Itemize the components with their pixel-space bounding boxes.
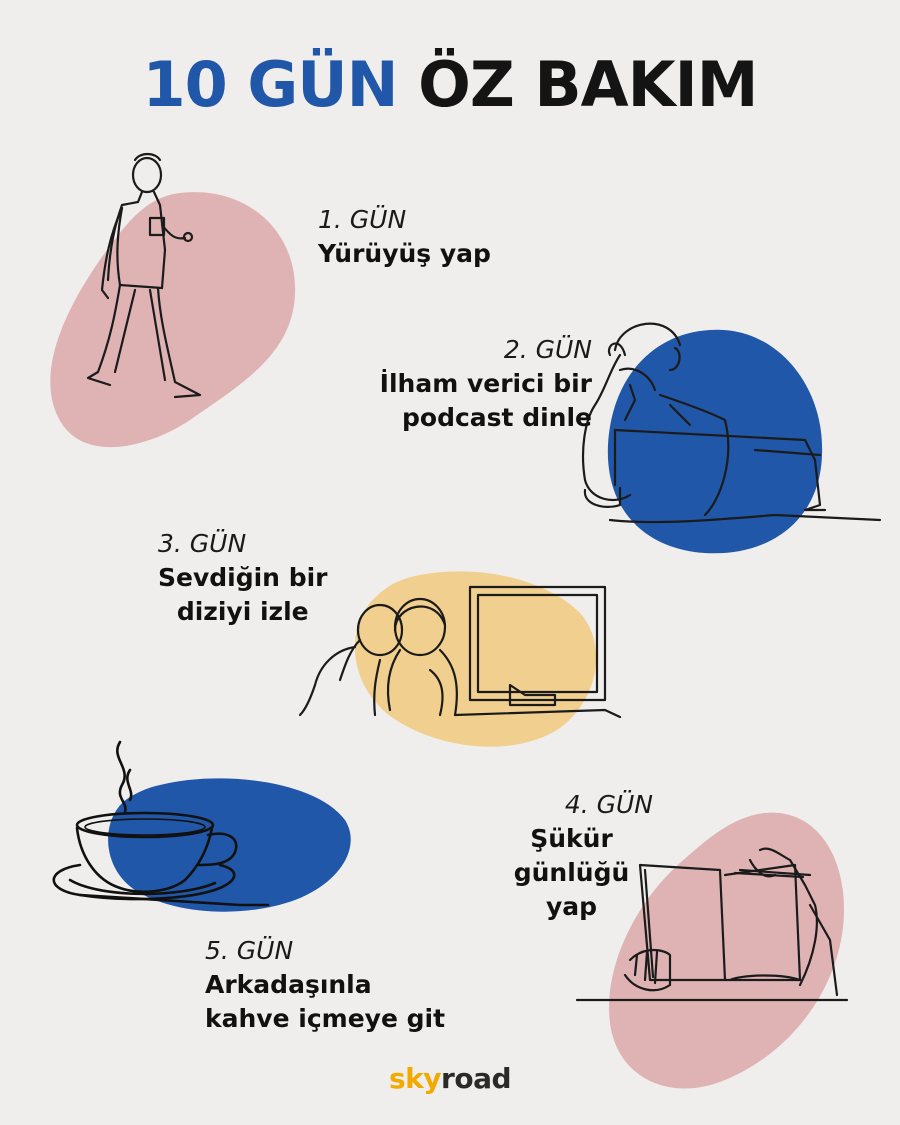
blue-blob-coffee [108,778,351,912]
pink-blob-journal [609,812,845,1089]
skyroad-logo: skyroad [0,1062,900,1095]
step-day-4: 4. GÜN Şükür günlüğü yap [480,788,653,924]
title-main: ÖZ BAKIM [418,48,758,121]
step-day-2: 2. GÜN İlham verici bir podcast dinle [350,333,592,435]
podcast-listener-illustration [581,322,882,524]
gratitude-journal-illustration [575,847,849,1002]
task-label: Arkadaşınla kahve içmeye git [205,970,446,1033]
blue-blob-podcast [607,329,823,554]
pink-blob-walk [50,192,296,448]
day-label: 5. GÜN [205,936,294,965]
page-title: 10 GÜN ÖZ BAKIM [0,40,900,130]
day-label: 1. GÜN [318,205,407,234]
step-day-5: 5. GÜN Arkadaşınla kahve içmeye git [205,934,445,1036]
day-label: 3. GÜN [158,529,247,558]
task-label: İlham verici bir podcast dinle [379,369,592,432]
yellow-blob-tv [354,571,597,747]
day-label: 2. GÜN [503,335,592,364]
logo-road: road [441,1062,512,1095]
task-label: Sevdiğin bir diziyi izle [158,563,328,626]
step-day-3: 3. GÜN Sevdiğin bir diziyi izle [158,527,327,629]
coffee-cup-illustration [52,740,270,907]
tv-watchers-illustration [298,585,622,719]
task-label: Şükür günlüğü yap [513,824,630,921]
logo-sky: sky [388,1062,442,1095]
task-label: Yürüyüş yap [318,239,491,268]
walking-man-illustration [86,152,202,399]
day-label: 4. GÜN [564,790,653,819]
step-day-1: 1. GÜN Yürüyüş yap [318,203,491,271]
title-highlight: 10 GÜN [142,48,399,121]
